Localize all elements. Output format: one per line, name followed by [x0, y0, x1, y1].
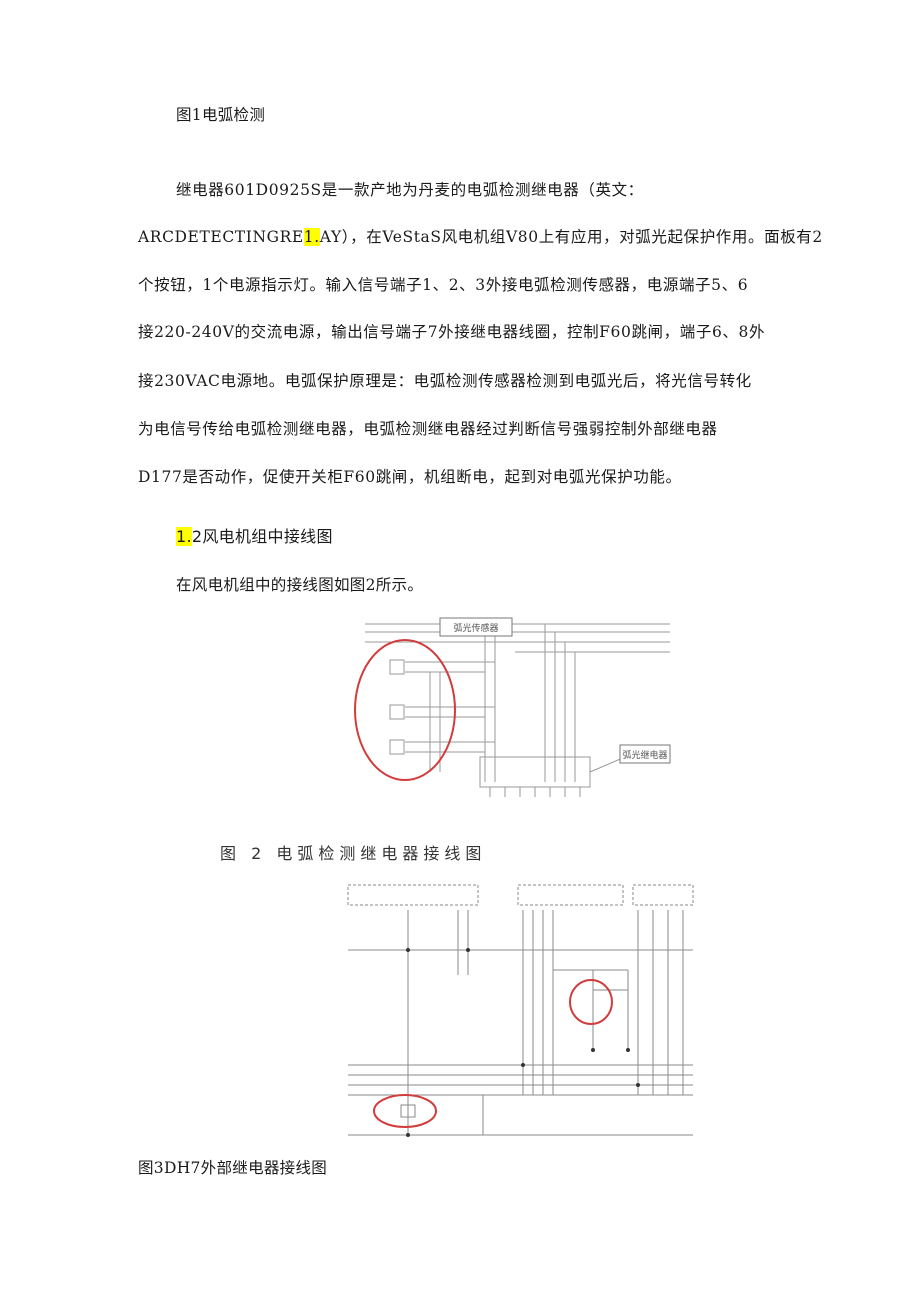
paragraph-line: 接230VAC电源地。电弧保护原理是：电弧检测传感器检测到电弧光后，将光信号转化: [138, 372, 752, 390]
sensor-highlight-circle: [354, 639, 456, 781]
section-number: 2: [191, 527, 203, 546]
paragraph-line: 接220-240V的交流电源，输出信号端子7外接继电器线圈，控制F60跳闸，端子…: [138, 323, 766, 341]
paragraph-line: D177是否动作，促使开关柜F60跳闸，机组断电，起到对电弧光保护功能。: [138, 468, 682, 486]
figure-1-caption: 图1电弧检测: [176, 106, 266, 124]
wiring-diagram-svg: 弧光传感器 弧光继电器: [354, 617, 671, 797]
section-title: 风电机组中接线图: [202, 527, 333, 546]
figure-3-caption: 图3DH7外部继电器接线图: [138, 1159, 328, 1177]
figure-3-wiring-diagram: [343, 880, 698, 1145]
relay-label-box: 弧光继电器: [619, 744, 671, 764]
paragraph-line: ARCDETECTINGRE1.AY），在VeStaS风电机组V80上有应用，对…: [138, 225, 823, 247]
paragraph-text: AY），在VeStaS风电机组V80上有应用，对弧光起保护作用。面板有2: [319, 228, 823, 246]
figure-2-wiring-diagram: 弧光传感器 弧光继电器: [345, 612, 680, 812]
contact-highlight-circle: [569, 979, 613, 1025]
external-relay-diagram-svg: [347, 884, 694, 1137]
figure-2-caption: 图 2 电弧检测继电器接线图: [220, 844, 487, 863]
highlighted-text: 1.: [303, 228, 320, 246]
section-heading: 1.2风电机组中接线图: [176, 523, 333, 547]
paragraph-line: 继电器601D0925S是一款产地为丹麦的电弧检测继电器（英文：: [176, 181, 644, 199]
paragraph-text: ARCDETECTINGRE: [138, 228, 304, 246]
paragraph-line: 为电信号传给电弧检测继电器，电弧检测继电器经过判断信号强弱控制外部继电器: [138, 420, 718, 438]
intro-text: 在风电机组中的接线图如图2所示。: [176, 576, 424, 594]
section-number-highlight: 1.: [176, 527, 192, 546]
relay-label: 弧光继电器: [622, 749, 667, 761]
paragraph-line: 个按钮，1个电源指示灯。输入信号端子1、2、3外接电弧检测传感器，电源端子5、6: [138, 276, 749, 294]
coil-highlight-circle: [373, 1094, 437, 1128]
sensor-label-box: 弧光传感器: [439, 617, 513, 637]
sensor-label: 弧光传感器: [453, 622, 498, 634]
